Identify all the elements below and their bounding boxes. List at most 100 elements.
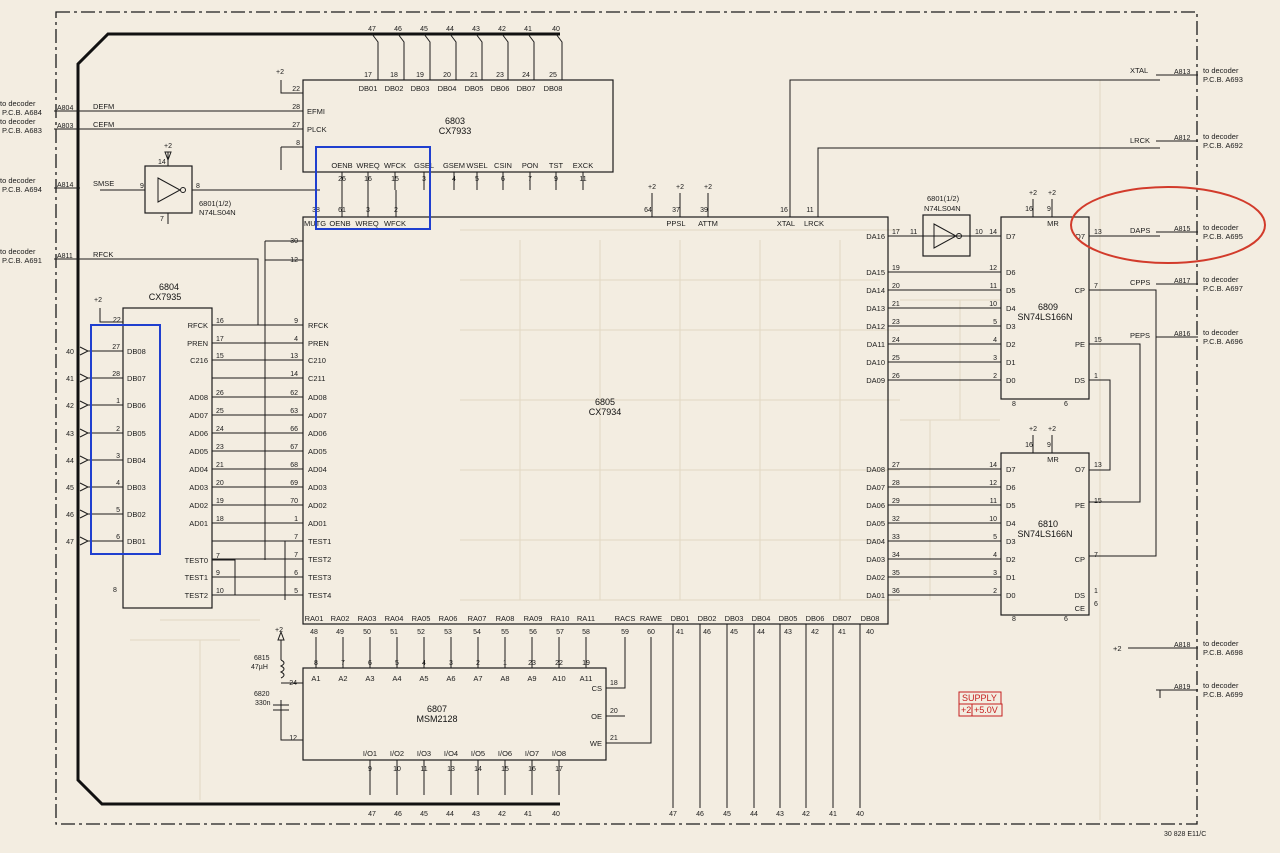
pin-number: 12 bbox=[289, 735, 297, 742]
pin-number: 17 bbox=[216, 336, 224, 343]
pin-name: GSEL bbox=[414, 161, 434, 170]
pin-number: 3 bbox=[993, 570, 997, 577]
supply-voltage: +5.0V bbox=[974, 705, 998, 715]
pin-name: C210 bbox=[308, 356, 326, 365]
svg-text:11: 11 bbox=[910, 229, 917, 236]
bus-number: 43 bbox=[472, 26, 480, 33]
pin-name: DB06 bbox=[127, 401, 146, 410]
connector-dest: to decoder bbox=[0, 247, 36, 256]
bus-entry bbox=[449, 33, 457, 80]
pin-name: OENB bbox=[331, 161, 352, 170]
signal-label: DAPS bbox=[1130, 226, 1150, 235]
bus-number: 42 bbox=[498, 811, 506, 818]
pin-name: MR bbox=[1047, 219, 1059, 228]
pin-number: 12 bbox=[989, 480, 997, 487]
bus-entry bbox=[527, 33, 535, 80]
pin-name: A9 bbox=[527, 674, 536, 683]
svg-text:10: 10 bbox=[975, 229, 983, 236]
pin-number: 62 bbox=[290, 390, 298, 397]
pin-number: 53 bbox=[444, 629, 452, 636]
pin-name: D2 bbox=[1006, 340, 1016, 349]
pin-name: LRCK bbox=[804, 219, 824, 228]
bus-number: 47 bbox=[368, 26, 376, 33]
pin-name: AD01 bbox=[189, 519, 208, 528]
pin-lead bbox=[606, 637, 652, 744]
connector-pcb: P.C.B. A695 bbox=[1203, 232, 1243, 241]
pin-number: 24 bbox=[216, 426, 224, 433]
rail-label: +2 bbox=[704, 184, 712, 191]
pin-name: I/O6 bbox=[498, 749, 512, 758]
pin-name: CE bbox=[1075, 604, 1085, 613]
pin-number: 15 bbox=[1094, 337, 1102, 344]
bus-entry bbox=[555, 33, 563, 80]
pin-number: 24 bbox=[892, 337, 900, 344]
pin-number: 25 bbox=[216, 408, 224, 415]
pin-name: DB01 bbox=[359, 84, 378, 93]
pin-name: CS bbox=[592, 684, 602, 693]
pin-name: D3 bbox=[1006, 322, 1016, 331]
pin-name: DB04 bbox=[438, 84, 457, 93]
pin-number: 4 bbox=[294, 336, 298, 343]
pin-number: 41 bbox=[676, 629, 684, 636]
pin-number: 2 bbox=[116, 426, 120, 433]
pin-lead bbox=[341, 190, 397, 217]
connector-pcb: P.C.B. A693 bbox=[1203, 75, 1243, 84]
pin-number: 13 bbox=[1094, 462, 1102, 469]
signal-wire bbox=[80, 110, 303, 326]
pin-number: 10 bbox=[989, 516, 997, 523]
signal-label: CPPS bbox=[1130, 278, 1150, 287]
pin-name: D4 bbox=[1006, 304, 1016, 313]
pin-number: 36 bbox=[892, 588, 900, 595]
pin-number: 9 bbox=[1047, 206, 1051, 213]
pin-name: EFMI bbox=[307, 107, 325, 116]
bus-number: 42 bbox=[802, 811, 810, 818]
pin-number: 9 bbox=[1047, 442, 1051, 449]
pin-number: 25 bbox=[549, 72, 557, 79]
pin-name: D3 bbox=[1006, 537, 1016, 546]
pin-number: 13 bbox=[290, 353, 298, 360]
bus-number: 44 bbox=[446, 26, 454, 33]
bus-arrow bbox=[79, 400, 90, 410]
pin-number: 23 bbox=[216, 444, 224, 451]
pin-name: DA01 bbox=[866, 591, 885, 600]
pin-number: 46 bbox=[703, 629, 711, 636]
pin-name: PPSL bbox=[666, 219, 685, 228]
pin-number: 55 bbox=[501, 629, 509, 636]
pin-name: DA11 bbox=[867, 340, 885, 349]
pin-number: 50 bbox=[363, 629, 371, 636]
pin-name: AD06 bbox=[189, 429, 208, 438]
bus-number: 45 bbox=[723, 811, 731, 818]
connector-dest: to decoder bbox=[1203, 639, 1239, 648]
chip-6809-part: SN74LS166N bbox=[1017, 312, 1072, 322]
pin-name: O7 bbox=[1075, 232, 1085, 241]
pin-name: DA08 bbox=[866, 465, 885, 474]
svg-text:8: 8 bbox=[196, 183, 200, 190]
connector-pin: A819 bbox=[1174, 684, 1190, 691]
highlight-daps-connector bbox=[1070, 186, 1266, 264]
pin-name: RA04 bbox=[385, 614, 404, 623]
pin-name: AD03 bbox=[308, 483, 327, 492]
pin-name: AD06 bbox=[308, 429, 327, 438]
pin-name: I/O7 bbox=[525, 749, 539, 758]
pin-number: 17 bbox=[364, 72, 372, 79]
pin-name: D5 bbox=[1006, 501, 1016, 510]
pin-number: 3 bbox=[993, 355, 997, 362]
pin-name: RA01 bbox=[305, 614, 324, 623]
signal-label: LRCK bbox=[1130, 136, 1150, 145]
pin-number: 60 bbox=[647, 629, 655, 636]
pin-name: PREN bbox=[308, 339, 329, 348]
bus-number: 40 bbox=[552, 811, 560, 818]
bus-number: 41 bbox=[829, 811, 837, 818]
pin-name: I/O5 bbox=[471, 749, 485, 758]
pin-name: A11 bbox=[580, 674, 593, 683]
rail-label: +2 bbox=[276, 69, 284, 76]
pin-number: 6 bbox=[294, 570, 298, 577]
chip-6809: 6809 SN74LS166N D714D612D511D410D35D24D1… bbox=[989, 190, 1102, 408]
pin-number: 9 bbox=[294, 318, 298, 325]
highlight-oenb-wreq-wfck bbox=[315, 146, 431, 230]
pin-name: AD08 bbox=[189, 393, 208, 402]
